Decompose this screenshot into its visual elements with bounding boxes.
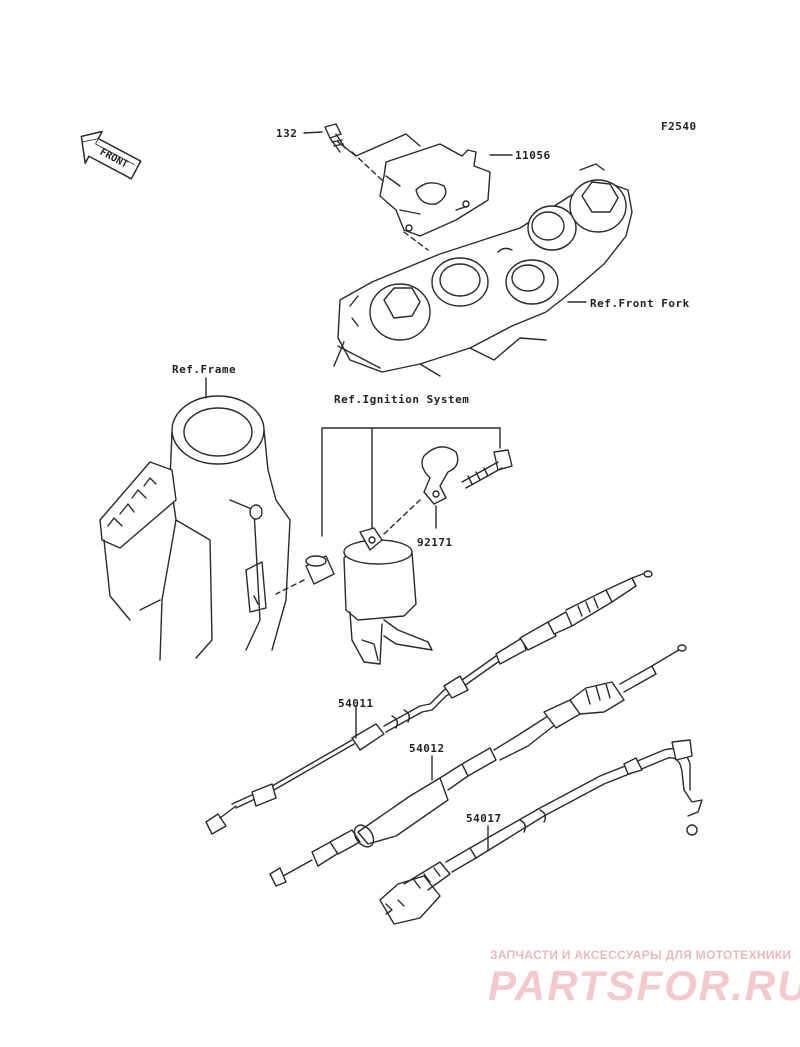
label-part-54017: 54017 [466, 812, 502, 825]
label-ref-front-fork: Ref.Front Fork [590, 297, 690, 310]
label-part-132: 132 [276, 127, 298, 140]
cable-54012 [269, 644, 687, 887]
front-arrow-icon [80, 130, 142, 180]
watermark-logo: PARTSFOR.RU [488, 962, 800, 1009]
label-part-54012: 54012 [409, 742, 445, 755]
cable-54011 [205, 570, 653, 835]
spacer-sleeve [305, 555, 335, 585]
watermark-tagline: ЗАПЧАСТИ И АКСЕССУАРЫ ДЛЯ МОТОТЕХНИКИ [490, 948, 792, 962]
leader-clamp-dash [383, 499, 421, 535]
label-ref-frame: Ref.Frame [172, 363, 237, 376]
label-part-11056: 11056 [515, 149, 551, 162]
label-part-92171: 92171 [417, 536, 453, 549]
bolt-132 [324, 123, 346, 153]
ignition-switch [343, 527, 433, 665]
bolt-ignition [461, 449, 513, 489]
figure-code: F2540 [661, 120, 697, 133]
leader-bracket-tick [337, 133, 421, 157]
leader-ignition [321, 427, 501, 537]
upper-triple-clamp [333, 163, 633, 377]
clamp-92171 [421, 446, 459, 505]
bracket-11056 [379, 143, 491, 237]
frame-headstock [99, 395, 291, 661]
cable-54017 [379, 739, 703, 925]
leader-132 [303, 131, 323, 134]
label-part-54011: 54011 [338, 697, 374, 710]
leader-bracket-dash [351, 151, 429, 251]
label-ref-ignition-system: Ref.Ignition System [334, 393, 470, 406]
leader-spacer-dash [275, 579, 305, 595]
